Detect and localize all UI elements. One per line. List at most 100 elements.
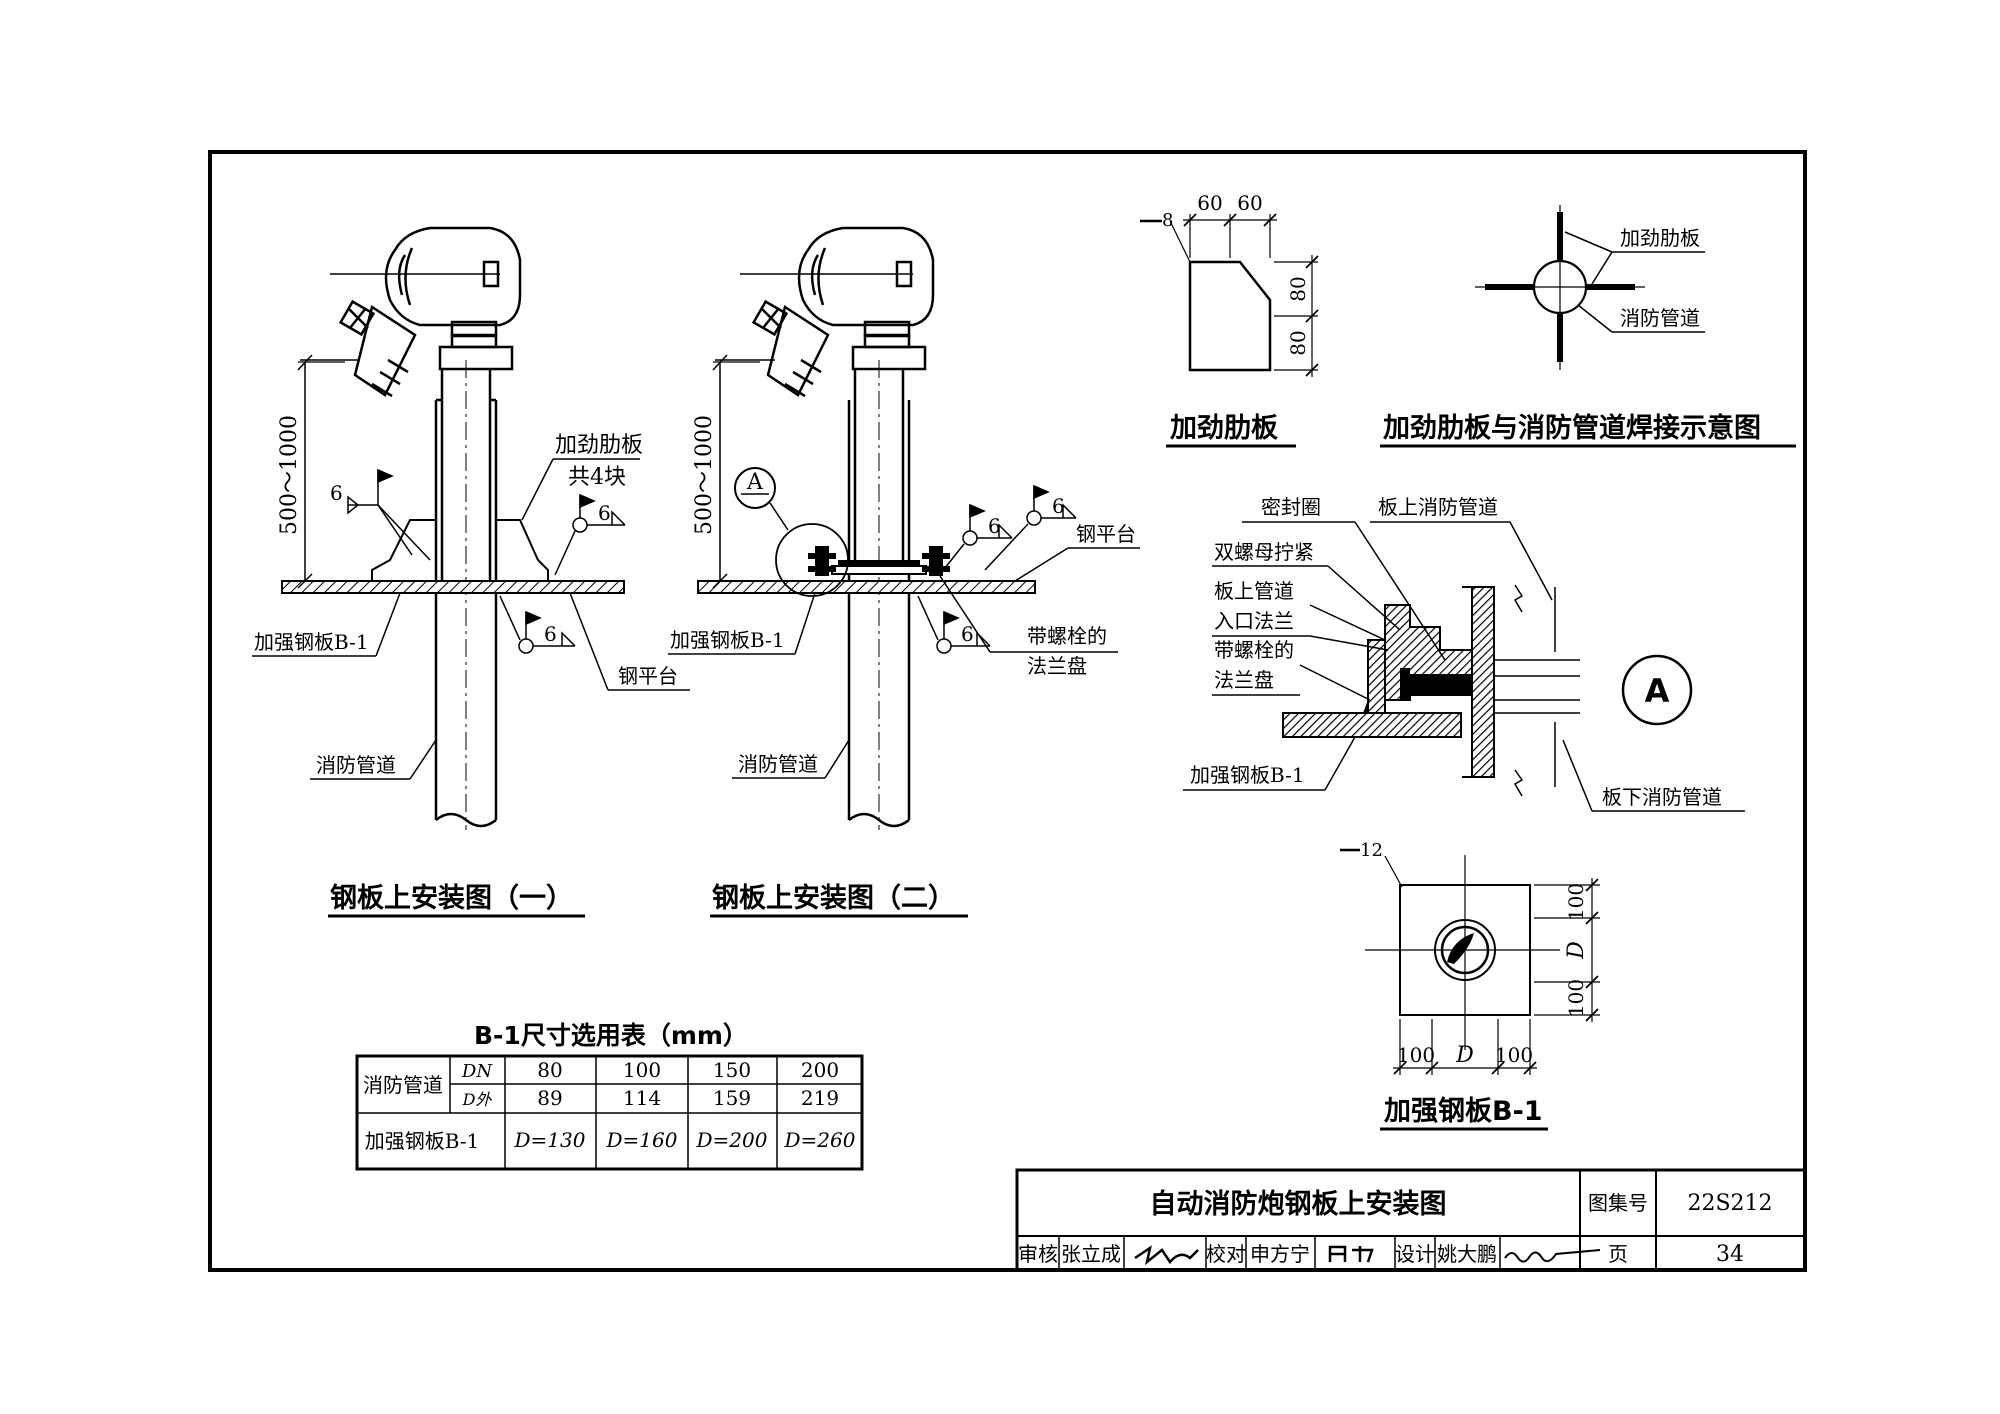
plate-label-2: 加强钢板B-1 [670,628,785,652]
svg-text:6: 6 [330,481,343,505]
drawing-title: 自动消防炮钢板上安装图 [1150,1188,1447,1220]
drawing-frame [208,150,1807,1272]
svg-text:A: A [1645,672,1670,710]
svg-text:设计: 设计 [1395,1242,1435,1266]
detail-a-mark [1621,654,1693,726]
pipe-label-2: 消防管道 [738,752,818,776]
weld-symbol-1c [499,595,576,654]
weld-symbol-1b [554,493,626,576]
svg-text:80: 80 [537,1058,562,1082]
plate-b1-detail: 12 100 D 100 100 D 100 加强钢板B-1 [1340,840,1600,1131]
svg-text:图集号: 图集号 [1588,1191,1648,1215]
weld-symbol-2a [944,503,1013,569]
atlas-number: 22S212 [1687,1191,1772,1216]
svg-text:100: 100 [1495,1043,1533,1067]
flange-bolt-right [922,546,950,576]
svg-text:D=260: D=260 [784,1128,856,1152]
plate-b1-title: 加强钢板B-1 [1384,1096,1543,1127]
svg-text:8: 8 [1162,210,1173,231]
flange-label-2a: 带螺栓的 [1027,624,1107,648]
flange-bolt-left [808,546,836,576]
svg-text:入口法兰: 入口法兰 [1214,609,1294,633]
rib-count-1: 共4块 [568,465,626,490]
title-block: 自动消防炮钢板上安装图 图集号 22S212 审核 张立成 校对 申方宁 设计 … [1015,1168,1807,1272]
svg-text:板下消防管道: 板下消防管道 [1602,785,1722,809]
weld-symbol-1a [347,468,431,561]
svg-text:6: 6 [961,622,974,646]
svg-text:100: 100 [1564,979,1588,1017]
svg-text:60: 60 [1237,191,1262,215]
reinforcing-plate-1 [281,580,625,594]
svg-text:姚大鹏: 姚大鹏 [1437,1242,1497,1266]
svg-text:D外: D外 [462,1090,493,1109]
detail-mark-circle [734,467,776,509]
svg-text:60: 60 [1197,191,1222,215]
svg-text:审核: 审核 [1018,1242,1058,1266]
svg-text:D=130: D=130 [514,1128,586,1152]
rib-plate-title: 加劲肋板 [1170,413,1278,444]
figure-2-title: 钢板上安装图（二） [712,883,955,914]
svg-text:6: 6 [988,514,1001,538]
svg-text:150: 150 [713,1058,751,1082]
svg-text:加劲肋板: 加劲肋板 [1620,226,1700,250]
svg-text:消防管道: 消防管道 [363,1073,443,1097]
weld-diagram-title: 加劲肋板与消防管道焊接示意图 [1383,412,1761,444]
svg-text:板上消防管道: 板上消防管道 [1378,495,1498,519]
detail-a: A 密封圈 板上消防管道 双螺母拧紧 板上管道 入口法兰 带螺栓的 法兰盘 加强… [1183,495,1745,812]
svg-text:D=160: D=160 [606,1128,678,1152]
page-number: 34 [1716,1242,1744,1267]
rib-label-1: 加劲肋板 [555,433,643,458]
svg-text:D: D [1564,941,1589,960]
fire-pipe-2 [847,369,911,828]
figure-1-title: 钢板上安装图（一） [330,883,573,914]
svg-text:D=200: D=200 [696,1128,768,1152]
rib-plate-detail: 8 60 60 80 80 加劲肋板 [1140,191,1319,448]
svg-text:板上管道: 板上管道 [1214,579,1294,603]
svg-text:12: 12 [1360,840,1383,861]
table-title: B-1尺寸选用表（mm） [474,1021,748,1050]
weld-symbol-2c [917,595,991,654]
svg-text:消防管道: 消防管道 [1620,306,1700,330]
svg-text:张立成: 张立成 [1061,1242,1121,1266]
plate-label-1: 加强钢板B-1 [254,630,369,654]
svg-text:80: 80 [1286,276,1310,301]
svg-text:带螺栓的: 带螺栓的 [1214,638,1294,662]
pipe-label-1: 消防管道 [316,753,396,777]
svg-text:6: 6 [1052,494,1065,518]
svg-text:双螺母拧紧: 双螺母拧紧 [1214,540,1314,564]
svg-text:100: 100 [623,1058,661,1082]
svg-text:100: 100 [1564,883,1588,921]
svg-text:校对: 校对 [1206,1242,1246,1266]
platform-label-1: 钢平台 [618,664,678,688]
svg-text:114: 114 [623,1086,661,1110]
fire-pipe-1 [434,369,498,828]
svg-text:6: 6 [544,622,557,646]
figure-1: 500～1000 6 6 6 [252,226,690,918]
svg-text:密封圈: 密封圈 [1261,495,1321,519]
dim-height-1: 500～1000 [277,415,302,535]
fire-monitor-head-1 [338,226,522,398]
svg-text:加强钢板B-1: 加强钢板B-1 [1190,763,1305,787]
flange-label-2b: 法兰盘 [1027,654,1087,678]
svg-text:159: 159 [713,1086,751,1110]
dim-height-2: 500～1000 [692,415,717,535]
svg-text:89: 89 [537,1086,562,1110]
weld-diagram: 加劲肋板 消防管道 加劲肋板与消防管道焊接示意图 [1380,205,1796,448]
svg-text:DN: DN [461,1061,493,1082]
svg-text:页: 页 [1608,1242,1628,1266]
svg-text:100: 100 [1397,1043,1435,1067]
reinforcing-plate-2 [697,580,1036,594]
svg-text:加强钢板B-1: 加强钢板B-1 [365,1129,480,1153]
svg-text:200: 200 [801,1058,839,1082]
figure-2: A 500～1000 6 6 [668,226,1140,918]
svg-text:A: A [746,470,764,495]
svg-text:法兰盘: 法兰盘 [1214,668,1274,692]
fire-monitor-head-2 [751,226,935,398]
svg-text:6: 6 [598,501,611,525]
svg-text:80: 80 [1286,330,1310,355]
svg-text:219: 219 [801,1086,839,1110]
weld-symbol-2b [984,484,1077,571]
b1-size-table: B-1尺寸选用表（mm） 消防管道 DN D外 加强钢板B-1 80 100 1… [355,1021,864,1171]
platform-label-2: 钢平台 [1076,522,1136,546]
